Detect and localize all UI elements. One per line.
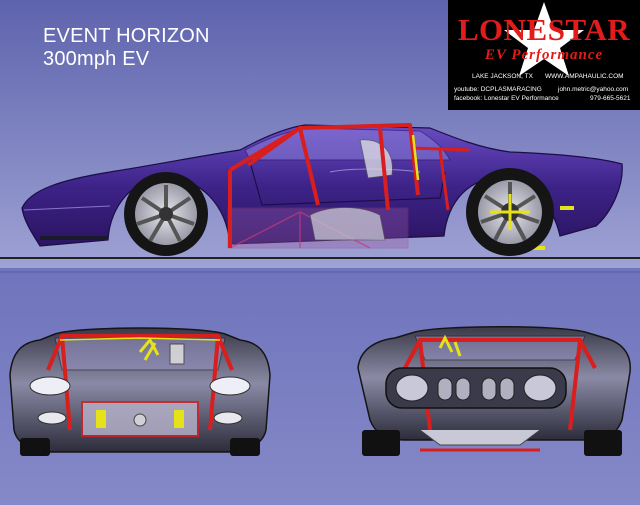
front-wheel-side xyxy=(124,172,208,256)
lonestar-logo-card: LONESTAR EV Performance LAKE JACKSON, TX… xyxy=(448,0,640,110)
title-line-1: EVENT HORIZON xyxy=(43,25,210,47)
star-icon xyxy=(504,2,584,76)
email-text: john.metric@yahoo.com xyxy=(558,86,629,93)
front-left-tire xyxy=(20,438,50,456)
rear-view-car xyxy=(357,326,631,456)
rear-diffuser xyxy=(419,429,541,446)
title-line-2: 300mph EV xyxy=(43,48,150,70)
front-view-car xyxy=(9,327,271,456)
rear-left-tire xyxy=(362,430,400,456)
facebook-text: facebook: Lonestar EV Performance xyxy=(454,95,559,102)
website-text: WWW.AMPAHAULIC.COM xyxy=(545,73,624,80)
rear-wheel-side xyxy=(466,168,554,256)
window-glass xyxy=(244,127,451,161)
motor-assembly xyxy=(309,207,386,241)
left-headlight xyxy=(29,376,71,396)
rear-right-tire xyxy=(584,430,622,456)
brand-subtitle: EV Performance xyxy=(484,47,604,63)
youtube-text: youtube: DCPLASMARACING xyxy=(454,86,542,93)
taillight-panel xyxy=(385,367,567,409)
door-line xyxy=(249,161,446,206)
roll-cage-side xyxy=(228,123,420,248)
side-view-car xyxy=(21,123,623,256)
brand-name: LONESTAR xyxy=(457,12,631,47)
phone-text: 979-665-5621 xyxy=(590,95,631,102)
right-headlight xyxy=(209,376,251,396)
location-text: LAKE JACKSON, TX xyxy=(472,73,533,80)
front-right-tire xyxy=(230,438,260,456)
